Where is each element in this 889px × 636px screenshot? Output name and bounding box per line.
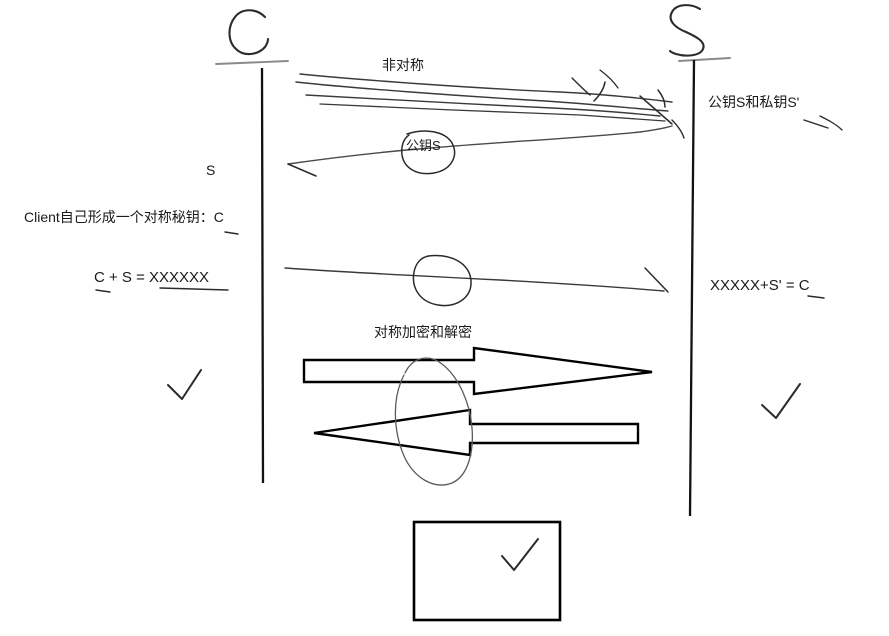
client-header-glyph — [228, 9, 270, 56]
stray-stroke-right-top-2 — [819, 115, 843, 131]
server-decrypt-label: XXXXX+S' = C — [710, 277, 810, 294]
underline-formula-c — [95, 289, 111, 293]
server-vertical-line — [688, 59, 696, 517]
payload-arrow-group — [284, 254, 669, 307]
result-box — [412, 520, 562, 622]
stray-stroke-right-top — [671, 119, 685, 139]
symmetric-circle — [394, 357, 474, 486]
asymmetric-arrowhead-d — [639, 95, 673, 125]
asymmetric-arrow-group — [295, 69, 673, 125]
asymmetric-arrowhead-e — [599, 69, 619, 89]
block-arrow-left — [313, 408, 640, 457]
check-mark-left — [167, 369, 202, 400]
underline-formula-x — [159, 287, 229, 291]
server-header-glyph — [668, 4, 705, 57]
asymmetric-arrowhead-b — [593, 81, 606, 102]
public-key-arrow-group — [287, 125, 673, 177]
block-arrow-right — [302, 346, 653, 396]
public-key-label: 公钥S — [406, 138, 441, 153]
result-box-border — [412, 520, 562, 622]
client-header-rule — [215, 60, 289, 65]
public-key-circle — [401, 130, 456, 175]
client-make-key-label: Client自己形成一个对称秘钥：C — [24, 209, 224, 225]
asymmetric-label: 非对称 — [382, 57, 424, 73]
underline-server-keys — [803, 119, 829, 129]
underline-client-c — [224, 231, 239, 235]
asymmetric-arrowhead-c — [571, 77, 591, 96]
symmetric-label: 对称加密和解密 — [374, 324, 472, 340]
public-key-arrowhead — [287, 163, 317, 177]
server-header-rule — [678, 57, 731, 62]
check-mark-box — [501, 538, 539, 571]
payload-circle — [412, 254, 472, 307]
client-vertical-line — [260, 67, 265, 484]
check-mark-right — [761, 383, 801, 419]
underline-server-c — [807, 295, 825, 299]
client-encrypt-label: C + S = XXXXXX — [94, 269, 210, 286]
client-s-label: S — [206, 162, 216, 178]
asymmetric-arrowhead-a — [657, 89, 666, 108]
payload-arrowhead — [644, 267, 669, 293]
server-keys-label: 公钥S和私钥S' — [708, 94, 800, 110]
